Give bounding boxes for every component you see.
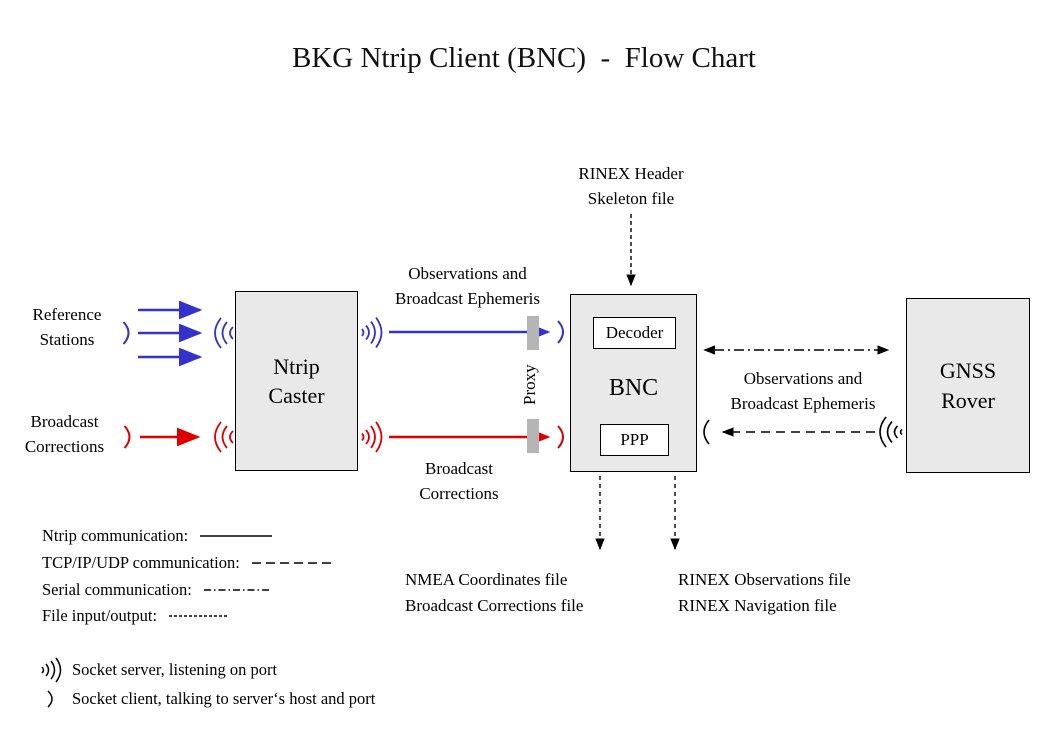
observations-top-label: Observations and Broadcast Ephemeris	[395, 264, 540, 308]
legend-item-tcpip: TCP/IP/UDP communication:	[42, 552, 337, 574]
ppp-label: PPP	[620, 429, 649, 449]
rinex-outputs-label: RINEX Observations file RINEX Navigation…	[678, 570, 851, 615]
ntrip-caster-label-line1: Ntrip	[273, 353, 320, 379]
decoder-label: Decoder	[605, 322, 664, 342]
reference-stations-arrows	[138, 300, 203, 367]
ppp-box: PPP	[600, 424, 669, 456]
socket-server-icon	[879, 416, 903, 448]
legend-item-fileio: File input/output:	[42, 605, 230, 627]
legend-line-solid-icon	[200, 535, 273, 537]
decoder-box: Decoder	[593, 317, 676, 349]
socket-client-icon	[557, 320, 564, 344]
legend-label: Ntrip communication:	[42, 526, 189, 545]
gnss-rover-label-line1: GNSS	[939, 358, 997, 384]
gnss-rover-label-line2: Rover	[941, 387, 995, 413]
legend-line-dashed-icon	[251, 562, 336, 564]
ntrip-caster-label-line2: Caster	[268, 383, 325, 408]
legend-line-finedash-icon	[169, 615, 230, 617]
bnc-label: BNC	[608, 375, 659, 401]
note-text: Socket client, talking to server‘s host …	[72, 689, 376, 708]
socket-client-icon	[122, 321, 130, 345]
socket-server-icon	[41, 657, 62, 683]
ntrip-caster-box: Ntrip Caster	[235, 291, 358, 471]
broadcast-corrections-mid-label: Broadcast Corrections	[419, 459, 499, 503]
legend-item-ntrip: Ntrip communication:	[42, 525, 273, 547]
observations-right-label: Observations and Broadcast Ephemeris	[730, 369, 876, 413]
rinex-header-skeleton-label: RINEX Header Skeleton file	[578, 164, 684, 208]
broadcast-corrections-left-label: Broadcast Corrections	[24, 412, 105, 456]
legend-label: TCP/IP/UDP communication:	[42, 553, 240, 572]
gnss-rover-box: GNSS Rover	[906, 298, 1030, 473]
legend-label: Serial communication:	[42, 580, 192, 599]
legend-item-serial: Serial communication:	[42, 579, 271, 601]
proxy-label: Proxy	[520, 364, 539, 406]
socket-server-icon	[361, 316, 383, 349]
page-title: BKG Ntrip Client (BNC) - Flow Chart	[292, 42, 756, 74]
socket-client-icon	[47, 690, 53, 708]
legend-line-dashdot-icon	[203, 589, 270, 591]
reference-stations-label: Reference Stations	[32, 305, 102, 349]
note-socket-server: Socket server, listening on port	[38, 655, 277, 685]
bnc-box: Decoder BNC PPP	[570, 294, 697, 472]
socket-client-icon	[557, 425, 564, 449]
legend-label: File input/output:	[42, 606, 158, 625]
socket-server-icon	[361, 421, 383, 453]
socket-client-icon	[703, 419, 710, 445]
note-socket-client: Socket client, talking to server‘s host …	[38, 684, 375, 714]
note-text: Socket server, listening on port	[72, 660, 278, 679]
nmea-outputs-label: NMEA Coordinates file Broadcast Correcti…	[405, 570, 584, 615]
